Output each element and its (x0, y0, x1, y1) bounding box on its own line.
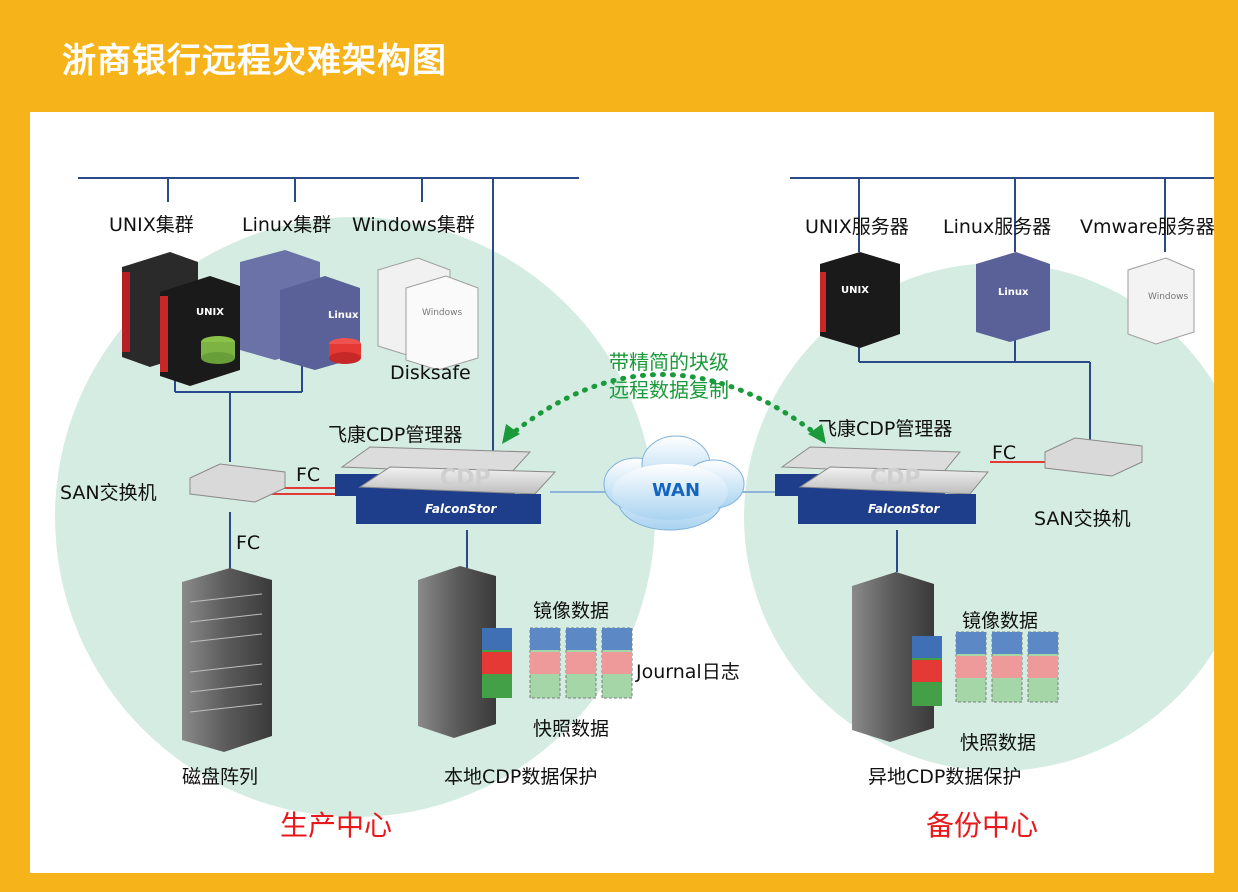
cdp-manager-prod-icon (335, 446, 557, 524)
journal-label: Journal日志 (636, 661, 740, 683)
fc-prod-bottom-label: FC (236, 532, 261, 554)
linux-cluster-label: Linux集群 (242, 214, 332, 236)
disk-array-label: 磁盘阵列 (182, 766, 259, 788)
wan-label: WAN (652, 480, 701, 501)
san-switch-backup-label: SAN交换机 (1034, 508, 1131, 530)
disksafe-label: Disksafe (390, 362, 471, 384)
backup-connectors (858, 178, 1166, 572)
arrow-right (808, 424, 826, 444)
linux-server-icon (976, 252, 1050, 342)
vmware-server-badge: Windows (1148, 292, 1189, 302)
unix-badge: UNIX (196, 307, 224, 318)
prod-storage-stack (482, 627, 633, 699)
replication-label: 带精简的块级 远程数据复制 (604, 348, 734, 404)
vmware-server-icon (1127, 257, 1195, 345)
fc-backup-label: FC (992, 442, 1017, 464)
san-switch-prod-label: SAN交换机 (60, 482, 157, 504)
linux-server-badge: Linux (998, 287, 1029, 298)
replication-line-2: 远程数据复制 (609, 378, 729, 402)
page-title: 浙商银行远程灾难架构图 (62, 41, 447, 81)
falconstor-backup: FalconStor (868, 502, 940, 516)
cdp-manager-backup-label: 飞康CDP管理器 (818, 418, 953, 440)
backup-storage-stack (912, 631, 1059, 706)
production-center-label: 生产中心 (280, 809, 393, 842)
local-protection-label: 本地CDP数据保护 (444, 766, 598, 788)
backup-snapshot-data-label: 快照数据 (960, 732, 1037, 754)
windows-badge: Windows (422, 308, 463, 318)
diagram-svg (55, 177, 1214, 817)
vmware-server-label: Vmware服务器 (1080, 216, 1215, 238)
linux-cluster-icon (240, 250, 361, 370)
backup-mirror-data-label: 镜像数据 (962, 610, 1039, 632)
falconstor-prod: FalconStor (425, 502, 497, 516)
diagram-canvas: UNIX Linux Windows CDP FalconStor CDP Fa… (30, 112, 1215, 873)
replication-line-1: 带精简的块级 (609, 350, 729, 374)
cdp-manager-prod-label: 飞康CDP管理器 (328, 424, 463, 446)
remote-protection-label: 异地CDP数据保护 (868, 766, 1022, 788)
fc-prod-top-label: FC (296, 464, 321, 486)
replication-arc (505, 372, 823, 440)
prod-snapshot-data-label: 快照数据 (533, 718, 610, 740)
unix-cluster-icon (122, 252, 240, 386)
prod-mirror-data-label: 镜像数据 (533, 600, 610, 622)
unix-server-badge: UNIX (841, 285, 869, 296)
unix-server-icon (820, 252, 900, 348)
wan-cloud (603, 435, 745, 531)
san-switch-backup-icon (1044, 437, 1143, 477)
san-switch-prod-icon (189, 463, 286, 503)
windows-cluster-label: Windows集群 (352, 214, 475, 236)
local-cdp-rack-icon (418, 566, 496, 738)
title-bar: 浙商银行远程灾难架构图 (0, 0, 1238, 112)
cdp-front-prod: CDP (440, 466, 491, 491)
disk-array-icon (182, 568, 272, 752)
cdp-manager-backup-icon (775, 446, 990, 524)
linux-server-label: Linux服务器 (943, 216, 1052, 238)
unix-server-label: UNIX服务器 (805, 216, 909, 238)
linux-badge: Linux (328, 310, 359, 321)
unix-cluster-label: UNIX集群 (109, 214, 194, 236)
backup-center-label: 备份中心 (926, 809, 1039, 842)
windows-cluster-icon (377, 257, 479, 371)
arrow-left (502, 424, 520, 444)
cdp-front-backup: CDP (870, 466, 921, 491)
